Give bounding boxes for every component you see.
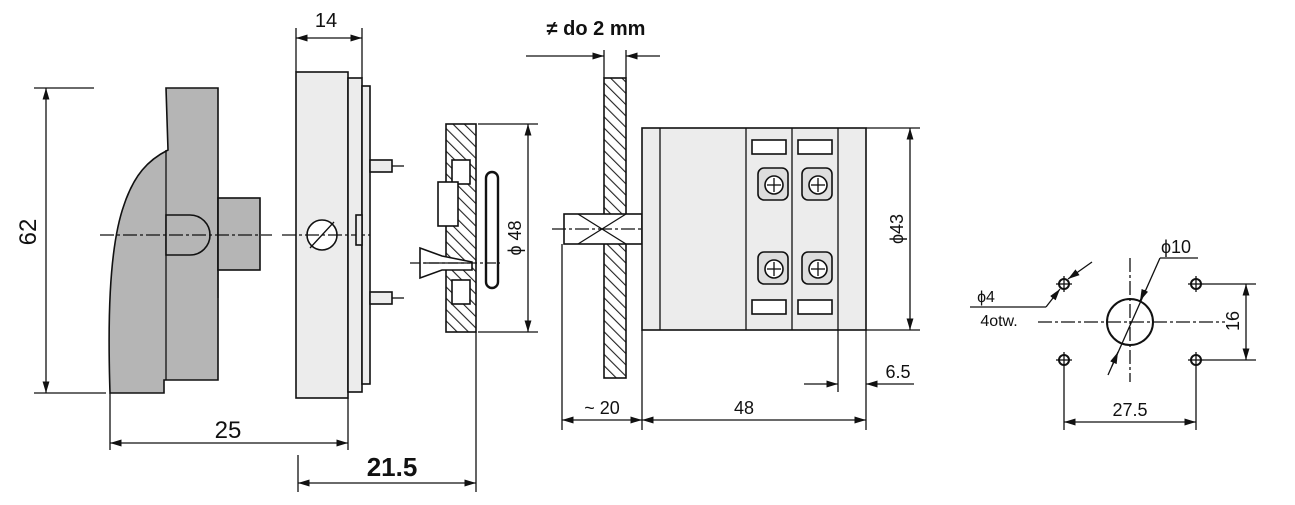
mounting-plate-view	[410, 123, 500, 333]
mounting-plate	[445, 123, 477, 333]
knob-boss	[217, 197, 261, 271]
hole-pattern-view	[1038, 258, 1225, 382]
dim-label-hole-diameter: ϕ4	[977, 289, 995, 306]
dimension-lines	[34, 28, 1256, 492]
switch-body	[641, 127, 867, 331]
dim-label-knob-width: 25	[215, 417, 242, 444]
dim-label-mount-offset: 21.5	[367, 452, 418, 482]
dim-label-hole-spacing-vertical: 16	[1223, 311, 1243, 331]
dim-label-body-diameter: ϕ43	[887, 214, 907, 244]
dim-label-hole-spacing-horizontal: 27.5	[1112, 400, 1147, 420]
knob-body	[108, 87, 219, 394]
center-hole	[1106, 298, 1154, 346]
dim-label-housing-depth: 14	[315, 10, 337, 32]
dim-label-ring-diameter: ϕ 48	[505, 220, 525, 255]
dim-label-knob-height: 62	[15, 219, 42, 246]
dim-label-panel-thickness: ≠ do 2 mm	[547, 18, 646, 40]
dim-label-center-hole: ϕ10	[1161, 237, 1191, 257]
knob-view	[100, 87, 272, 394]
dim-label-shaft-length: ~ 20	[584, 398, 620, 418]
dim-label-contact-offset: 6.5	[885, 362, 910, 382]
dim-label-body-length: 48	[734, 398, 754, 418]
switch-body-view	[552, 77, 867, 379]
housing-view	[282, 71, 404, 399]
dim-label-hole-count: 4otw.	[980, 313, 1017, 330]
